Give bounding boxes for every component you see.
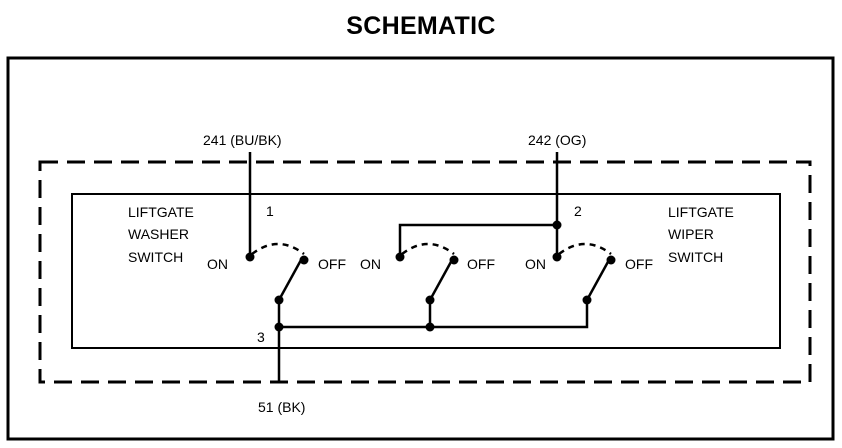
switch-arc-3 (558, 242, 612, 255)
outer-frame (6, 56, 835, 441)
washer-switch-line1: LIFTGATE (128, 204, 194, 220)
wiper-switch-line3: SWITCH (668, 249, 723, 265)
contact-on-3 (552, 252, 562, 262)
wire-51-label: 51 (BK) (258, 399, 305, 415)
pivot-1 (274, 295, 284, 305)
off-label-2: OFF (467, 256, 495, 272)
contact-on-1 (245, 252, 255, 262)
page-title: SCHEMATIC (346, 12, 496, 40)
wire-241-label: 241 (BU/BK) (203, 132, 282, 148)
contact-off-1 (299, 255, 309, 265)
terminal-1-label: 1 (266, 203, 274, 219)
switch-arm-1 (277, 259, 303, 301)
on-label-3: ON (525, 256, 546, 272)
washer-switch-line3: SWITCH (128, 249, 183, 265)
switch-arm-3 (585, 259, 611, 301)
on-label-2: ON (360, 256, 381, 272)
on-label-1: ON (207, 256, 228, 272)
contact-on-2 (395, 252, 405, 262)
off-label-1: OFF (318, 256, 346, 272)
terminal-3-label: 3 (257, 329, 265, 345)
contact-off-2 (449, 255, 459, 265)
pivot-2 (425, 295, 435, 305)
contact-off-3 (606, 255, 616, 265)
switch-housing (71, 193, 781, 349)
contact-points (245, 220, 616, 332)
switch-arc-1 (251, 242, 305, 255)
switch-arm-2 (428, 259, 454, 301)
dashed-boundary (38, 160, 812, 384)
common-bus (279, 300, 589, 329)
jumper-wire (398, 223, 557, 256)
wiper-switch-line2: WIPER (668, 226, 714, 242)
washer-switch-line2: WASHER (128, 226, 189, 242)
splice-3 (274, 322, 284, 332)
splice-middle (425, 322, 435, 332)
switch-arc-2 (401, 242, 455, 255)
off-label-3: OFF (625, 256, 653, 272)
wire-242-label: 242 (OG) (528, 132, 586, 148)
terminal-2-label: 2 (574, 203, 582, 219)
wiper-switch-line1: LIFTGATE (668, 204, 734, 220)
pivot-3 (582, 295, 592, 305)
splice-2 (552, 220, 562, 230)
